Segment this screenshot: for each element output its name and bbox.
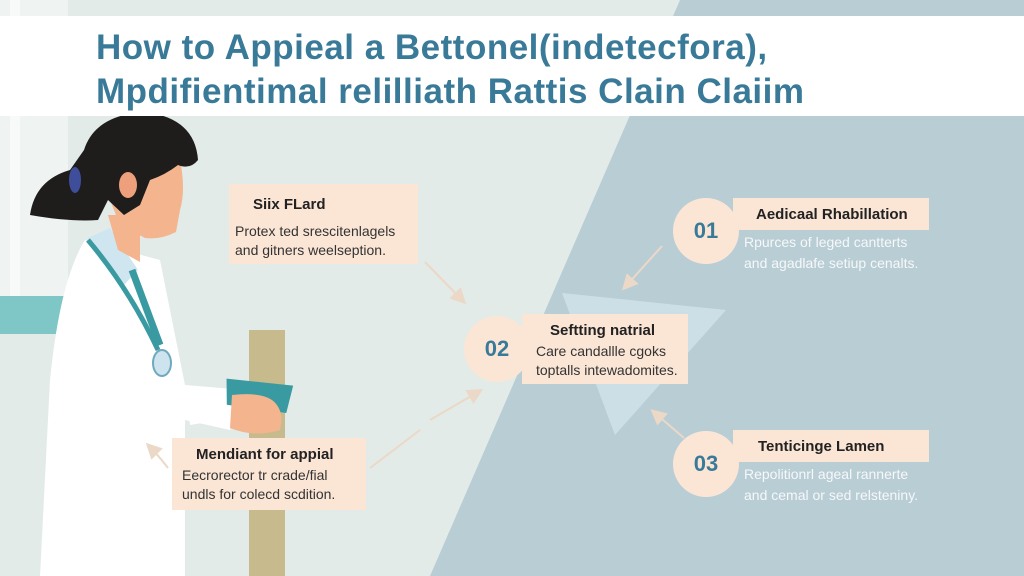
stethoscope-icon bbox=[86, 238, 161, 352]
arrow-lower-to-02 bbox=[429, 388, 484, 421]
window-frame-highlight bbox=[10, 0, 20, 300]
page-title: How to Appieal a Bettonel(indetecfora), … bbox=[96, 26, 1016, 114]
step-01-badge: 01 bbox=[673, 198, 739, 264]
step-03-title-card: Tenticinge Lamen bbox=[733, 430, 929, 462]
arrow-to-02 bbox=[424, 261, 467, 305]
step-03-body: Repolitionrl ageal rannerte and cemal or… bbox=[744, 466, 919, 503]
step-title: Seftting natrial bbox=[550, 322, 656, 339]
title-line-1: How to Appieal a Bettonel(indetecfora), bbox=[96, 28, 768, 67]
step-01-body: Rpurces of leged cantterts and agadlafe … bbox=[744, 234, 919, 271]
info-card-top: Siix FLard Protex ted srescitenlagels an… bbox=[229, 184, 418, 264]
step-number: 03 bbox=[693, 451, 719, 476]
arrow-to-doctor bbox=[145, 442, 169, 469]
card-title: Siix FLard bbox=[253, 196, 326, 213]
card-title: Mendiant for appial bbox=[196, 446, 334, 463]
arrow-lower-segment bbox=[369, 429, 421, 469]
step-number: 01 bbox=[693, 218, 719, 243]
card-body: Eecrorector tr crade/fial undls for cole… bbox=[182, 467, 336, 502]
arrow-03-to-center bbox=[650, 409, 685, 439]
step-title: Aedicaal Rhabillation bbox=[756, 206, 908, 223]
arrow-01-to-center bbox=[621, 245, 663, 291]
step-02-card: Seftting natrial Care candallle cgoks to… bbox=[522, 314, 688, 384]
step-body: Care candallle cgoks toptalls intewadomi… bbox=[536, 343, 678, 378]
step-01-title-card: Aedicaal Rhabillation bbox=[733, 198, 929, 230]
title-line-2: Mpdifientimal relilliath Rattis Clain Cl… bbox=[96, 72, 805, 111]
step-03-badge: 03 bbox=[673, 431, 739, 497]
info-card-bottom: Mendiant for appial Eecrorector tr crade… bbox=[172, 438, 366, 510]
step-title: Tenticinge Lamen bbox=[758, 438, 885, 455]
card-body: Protex ted srescitenlagels and gitners w… bbox=[235, 223, 396, 258]
title-banner bbox=[0, 16, 1024, 116]
step-number: 02 bbox=[484, 336, 510, 361]
step-02-badge: 02 bbox=[464, 316, 530, 382]
